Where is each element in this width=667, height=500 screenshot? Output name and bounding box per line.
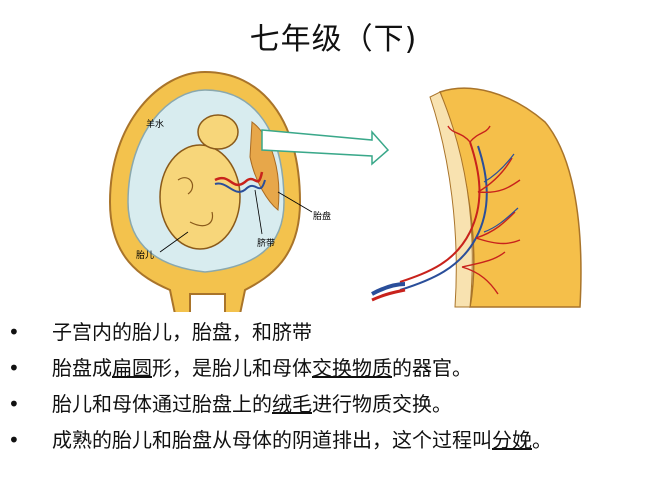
fetus-limb <box>189 211 214 227</box>
bullet-text-part: 的器官。 <box>392 356 472 380</box>
vessel-artery <box>399 141 481 283</box>
bullet-text-part: 。 <box>532 428 552 452</box>
umbilical-cord-vein <box>214 179 266 193</box>
bullet-marker: • <box>8 392 20 416</box>
bullet-marker: • <box>8 320 20 344</box>
label-placenta: 胎盘 <box>313 210 331 222</box>
bullet-text: 成熟的胎儿和胎盘从母体的阴道排出，这个过程叫分娩。 <box>52 426 653 454</box>
bullet-text: 胎盘成扁圆形，是胎儿和母体交换物质的器官。 <box>52 354 653 382</box>
bullet-text: 胎儿和母体通过胎盘上的绒毛进行物质交换。 <box>52 390 653 418</box>
bullet-text-part: 胎盘成 <box>52 356 112 380</box>
placenta-inner-layer <box>429 91 473 308</box>
label-leader-fetus <box>159 231 189 253</box>
bullet-text-part: 胎儿和母体通过胎盘上的 <box>52 392 272 416</box>
villus-branch <box>461 251 506 295</box>
page-title: 七年级（下) <box>249 22 418 57</box>
fetus-body <box>159 144 241 250</box>
label-leader-placenta <box>277 191 313 213</box>
villus-branch <box>447 125 491 143</box>
placenta-diagram: 羊水 胎盘 脐带 胎儿 <box>108 70 582 312</box>
bullet-text-part: 成熟的胎儿和胎盘从母体的阴道排出，这个过程叫 <box>52 428 492 452</box>
bullet-underlined-term: 交换物质 <box>312 356 392 380</box>
uterus-illustration: 羊水 胎盘 脐带 胎儿 <box>108 70 331 312</box>
umbilical-cord-stub-artery <box>371 288 406 302</box>
villi-vessels <box>399 125 521 295</box>
fetus-head <box>197 114 239 150</box>
bullet-underlined-term: 扁圆 <box>112 356 152 380</box>
villus-branch <box>475 211 521 245</box>
villus-branch <box>483 153 515 183</box>
bullet-marker: • <box>8 356 20 380</box>
bullet-text-part: 形，是胎儿和母体 <box>152 356 312 380</box>
magnify-arrow <box>261 129 390 166</box>
bullet-underlined-term: 绒毛 <box>272 392 312 416</box>
villus-branch <box>477 157 521 194</box>
arrow-shaft <box>261 129 390 166</box>
label-amniotic-fluid: 羊水 <box>146 118 164 130</box>
bullet-text-part: 子宫内的胎儿，胎盘，和脐带 <box>52 320 312 344</box>
umbilical-cord-stub <box>371 282 406 296</box>
umbilical-cord-artery <box>214 171 264 187</box>
label-fetus: 胎儿 <box>136 249 154 261</box>
bullet-text-part: 进行物质交换。 <box>312 392 452 416</box>
villus-branch <box>483 207 519 233</box>
fetus-limb <box>177 177 193 195</box>
bullet-underlined-term: 分娩 <box>492 428 532 452</box>
label-leader-umbilical-cord <box>254 189 263 235</box>
bullet-marker: • <box>8 428 20 452</box>
bullet-text: 子宫内的胎儿，胎盘，和脐带 <box>52 318 653 346</box>
label-umbilical-cord: 脐带 <box>257 237 275 249</box>
placenta-enlarged-illustration <box>371 87 582 308</box>
